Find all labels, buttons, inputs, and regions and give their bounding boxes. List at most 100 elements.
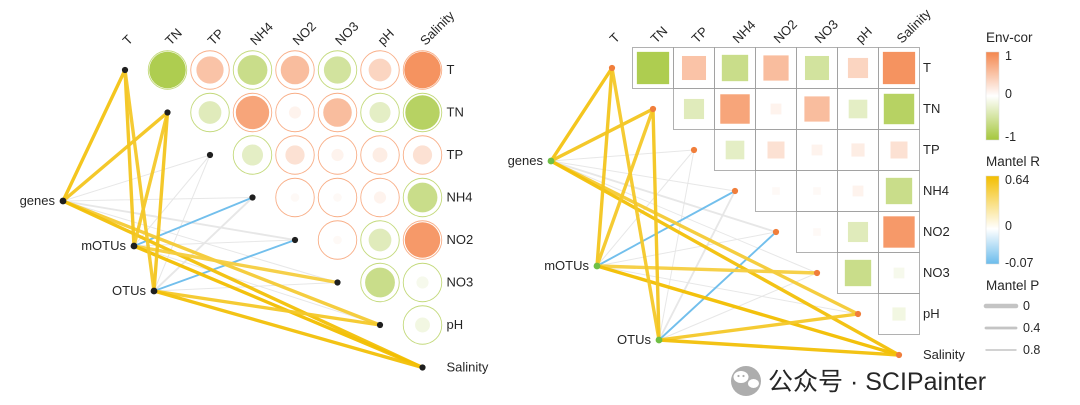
env-cell-ring	[147, 50, 188, 90]
mantel-edge-OTUs-Salinity	[657, 338, 901, 357]
mantel-edge-mOTUs-NO3	[132, 244, 340, 285]
mantel-edges	[61, 68, 425, 370]
row-label-pH: pH	[923, 306, 940, 321]
env-cell-circle	[149, 51, 186, 89]
env-cell-ring	[232, 50, 273, 90]
env-cell-ring	[360, 50, 400, 90]
env-cell-ring	[275, 50, 315, 90]
mantel-edge-mOTUs-NH4	[596, 190, 736, 267]
mantel-edge-OTUs-TP	[153, 154, 211, 292]
env-cell-circle	[333, 193, 342, 202]
env-cell-circle	[404, 222, 441, 258]
wechat-bubble-eye	[737, 374, 740, 378]
legend-gradient-mantel-r	[985, 175, 1000, 265]
env-cell-circle	[416, 276, 429, 289]
env-cell-ring	[232, 92, 273, 133]
mantel-edge-mOTUs-NO3	[595, 264, 819, 275]
env-cell-ring	[402, 177, 443, 218]
env-cell-ring	[402, 50, 443, 90]
watermark-text: 公众号 · SCIPainter	[768, 368, 986, 396]
env-cell-ring	[360, 92, 400, 133]
row-label-NH4: NH4	[923, 183, 949, 198]
env-cell-circle	[241, 144, 264, 166]
diag-node-NH4	[731, 187, 739, 195]
env-cell-ring	[317, 50, 358, 90]
env-cell-circle	[280, 55, 310, 85]
legend-tick: 0	[1005, 219, 1012, 233]
mantel-edge-OTUs-TN	[651, 107, 661, 342]
env-cell-circle	[404, 51, 441, 89]
mantel-edge-genes-Salinity	[549, 159, 901, 357]
env-cell-ring	[402, 262, 443, 303]
env-cell-square	[767, 141, 785, 159]
row-label-NO2: NO2	[447, 232, 474, 247]
dataset-node-genes	[547, 157, 555, 165]
diag-node-TP	[690, 146, 698, 154]
col-label-NH4: NH4	[247, 19, 276, 48]
diag-node-TN	[649, 105, 657, 113]
row-label-NH4: NH4	[447, 190, 473, 205]
row-label-NO3: NO3	[923, 265, 950, 280]
dataset-node-OTUs	[150, 287, 158, 295]
env-cell-circle	[369, 101, 391, 124]
watermark: 公众号 · SCIPainter	[731, 366, 986, 396]
legend-tick: -1	[1005, 130, 1016, 144]
diag-node-NO3	[334, 279, 341, 286]
mantel-edge-OTUs-TP	[658, 149, 695, 341]
col-label-NO3: NO3	[812, 17, 842, 47]
node-label-mOTUs: mOTUs	[544, 258, 589, 273]
mantel-edge-OTUs-T	[610, 66, 661, 342]
mantel-edge-mOTUs-NO2	[596, 231, 777, 267]
row-label-TP: TP	[447, 147, 464, 162]
mantel-edges	[549, 66, 901, 357]
mantel-edge-mOTUs-Salinity	[132, 244, 425, 370]
env-cell-square	[852, 185, 864, 197]
legend-tick: 0	[1005, 87, 1012, 101]
env-cell-circle	[235, 95, 270, 130]
mantel-edge-mOTUs-T	[595, 66, 614, 268]
mantel-edge-OTUs-NH4	[658, 190, 736, 341]
legend-title-mantel-r: Mantel R	[986, 154, 1040, 169]
col-label-TN: TN	[162, 25, 185, 48]
env-cell-square	[683, 98, 705, 120]
mantel-edge-mOTUs-T	[123, 68, 136, 248]
env-cell-circle	[368, 228, 392, 252]
legend-tick: 1	[1005, 49, 1012, 63]
env-cell-square	[890, 141, 908, 159]
row-label-Salinity: Salinity	[923, 347, 965, 362]
mantel-edge-genes-NH4	[550, 160, 736, 192]
row-label-T: T	[447, 62, 455, 77]
env-cell-circle	[323, 98, 352, 127]
env-cell-circle	[288, 106, 302, 119]
row-label-NO2: NO2	[923, 224, 950, 239]
env-cell-square	[844, 259, 872, 287]
diag-node-T	[121, 66, 129, 74]
env-cell-ring	[402, 305, 443, 345]
env-cell-ring	[360, 177, 400, 218]
env-cell-square	[847, 57, 869, 79]
legend-gradient-env-cor	[985, 51, 1000, 141]
env-cell-square	[883, 93, 915, 125]
env-cell-square	[770, 103, 782, 115]
diag-node-pH	[854, 310, 862, 318]
mantel-edge-genes-TN	[549, 107, 655, 163]
env-cell-square	[893, 267, 905, 279]
row-label-NO3: NO3	[447, 275, 474, 290]
env-cell-square	[725, 140, 745, 160]
mantel-edge-genes-TP	[62, 154, 211, 202]
mantel-edge-OTUs-T	[123, 68, 156, 293]
env-cell-circle	[196, 56, 224, 84]
grid-cell	[878, 293, 920, 335]
mantel-edge-genes-Salinity	[61, 199, 425, 370]
env-cell-circle	[365, 267, 395, 298]
env-cell-circle	[237, 55, 268, 85]
node-label-OTUs: OTUs	[112, 283, 146, 298]
legend-title-env-cor: Env-cor	[986, 30, 1033, 45]
env-cell-circle	[198, 101, 222, 124]
mantel-edge-mOTUs-pH	[133, 245, 381, 326]
env-cell-ring	[402, 92, 443, 133]
env-cell-square	[813, 187, 821, 195]
col-label-TP: TP	[205, 26, 227, 48]
